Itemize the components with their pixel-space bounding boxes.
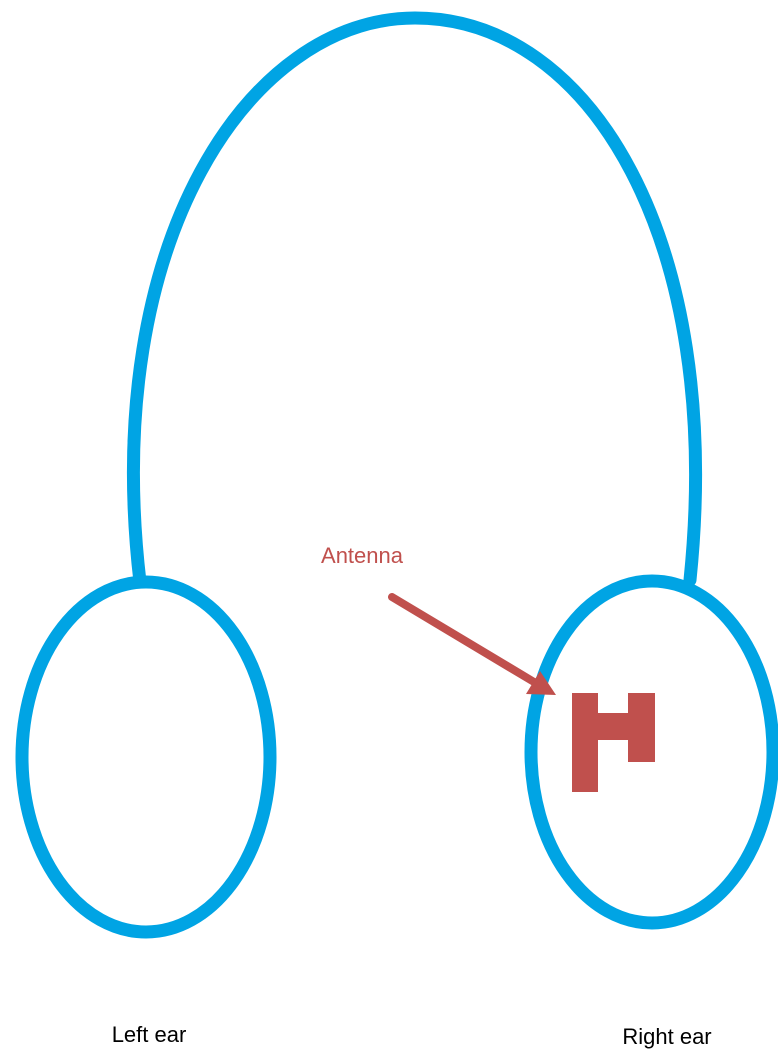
headband-outline (133, 18, 695, 582)
antenna-label: Antenna (321, 543, 404, 568)
right-ear-label: Right ear (622, 1024, 711, 1049)
left-ear-cup (22, 582, 270, 932)
antenna-pointer-arrow (392, 597, 534, 682)
left-ear-label: Left ear (112, 1022, 187, 1047)
antenna-shape (572, 693, 655, 792)
